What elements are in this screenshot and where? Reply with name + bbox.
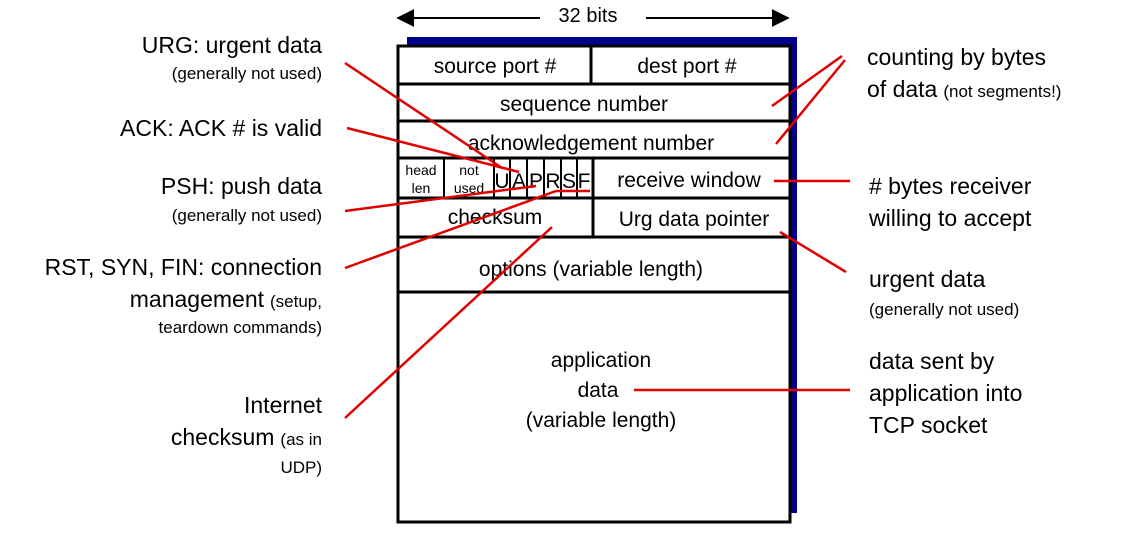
annotation-urgent-title: urgent data	[869, 266, 986, 292]
field-not-used: not	[459, 162, 479, 178]
field-options: options (variable length)	[479, 258, 703, 281]
field-acknowledgement-number: acknowledgement number	[468, 132, 714, 155]
leader-ack	[346, 126, 520, 174]
annotation-urg-note: (generally not used)	[172, 64, 322, 83]
segment-outline	[396, 44, 792, 524]
annotation-rst: RST, SYN, FIN: connection management(set…	[45, 254, 322, 337]
annotation-internet-checksum: Internet checksum(as in UDP)	[171, 392, 323, 477]
annotation-data-sent: data sent by application into TCP socket	[869, 348, 1022, 438]
annotation-rst-note: teardown commands)	[159, 318, 322, 337]
width-label: 32 bits	[559, 5, 618, 27]
leader-ack-number	[775, 59, 846, 145]
annotation-rst-title: RST, SYN, FIN: connection	[45, 254, 322, 280]
leader-urg	[344, 61, 503, 170]
field-receive-window: receive window	[617, 169, 761, 192]
field-application-data: data	[578, 379, 619, 402]
annotation-internet-line2: checksum(as in	[171, 424, 322, 450]
annotation-ack-title: ACK: ACK # is valid	[120, 115, 322, 141]
annotation-bytes-line2: willing to accept	[868, 205, 1032, 231]
annotation-datasent-line2: application into	[869, 380, 1022, 406]
field-urg-pointer: Urg data pointer	[619, 208, 770, 231]
field-head-len: len	[412, 180, 431, 196]
annotation-urgent-note: (generally not used)	[869, 300, 1019, 319]
leader-sequence	[771, 54, 843, 108]
field-checksum: checksum	[448, 206, 543, 229]
leader-urg-pointer	[779, 230, 847, 274]
annotation-psh-title: PSH: push data	[161, 173, 322, 199]
field-head-len: head	[405, 162, 436, 178]
leader-checksum	[344, 226, 553, 419]
leader-rst	[344, 189, 557, 270]
annotation-internet-note: UDP)	[280, 458, 322, 477]
field-not-used: used	[454, 180, 484, 196]
segment-box: source port # dest port # sequence numbe…	[396, 37, 797, 524]
annotation-counting-title: counting by bytes	[867, 44, 1046, 70]
leader-lines	[344, 54, 850, 419]
annotation-datasent-line1: data sent by	[869, 348, 995, 374]
annotation-urg: URG: urgent data (generally not used)	[142, 32, 322, 83]
annotation-datasent-line3: TCP socket	[869, 412, 988, 438]
annotation-counting: counting by bytes of data(not segments!)	[867, 44, 1061, 102]
annotation-counting-line2: of data(not segments!)	[867, 76, 1061, 102]
annotation-internet-title: Internet	[244, 392, 323, 418]
annotation-urgent-data: urgent data (generally not used)	[869, 266, 1019, 319]
annotation-psh: PSH: push data (generally not used)	[161, 173, 322, 225]
annotation-receive-window: # bytes receiver willing to accept	[868, 173, 1032, 231]
annotation-bytes-line1: # bytes receiver	[869, 173, 1032, 199]
flag-urg: U	[494, 170, 509, 193]
flag-psh: P	[529, 170, 543, 193]
field-application-data: application	[551, 349, 651, 372]
leader-psh	[344, 184, 537, 213]
annotation-ack: ACK: ACK # is valid	[120, 115, 322, 141]
field-application-data: (variable length)	[526, 409, 677, 432]
field-sequence-number: sequence number	[500, 93, 668, 116]
bit-width-indicator: 32 bits	[396, 5, 790, 27]
annotation-urg-title: URG: urgent data	[142, 32, 322, 58]
flag-syn: S	[562, 170, 576, 193]
field-dest-port: dest port #	[637, 55, 737, 78]
annotation-psh-note: (generally not used)	[172, 206, 322, 225]
field-source-port: source port #	[434, 55, 557, 78]
flag-fin: F	[578, 170, 591, 193]
flag-rst: R	[545, 170, 560, 193]
annotation-rst-line2: management(setup,	[130, 286, 322, 312]
